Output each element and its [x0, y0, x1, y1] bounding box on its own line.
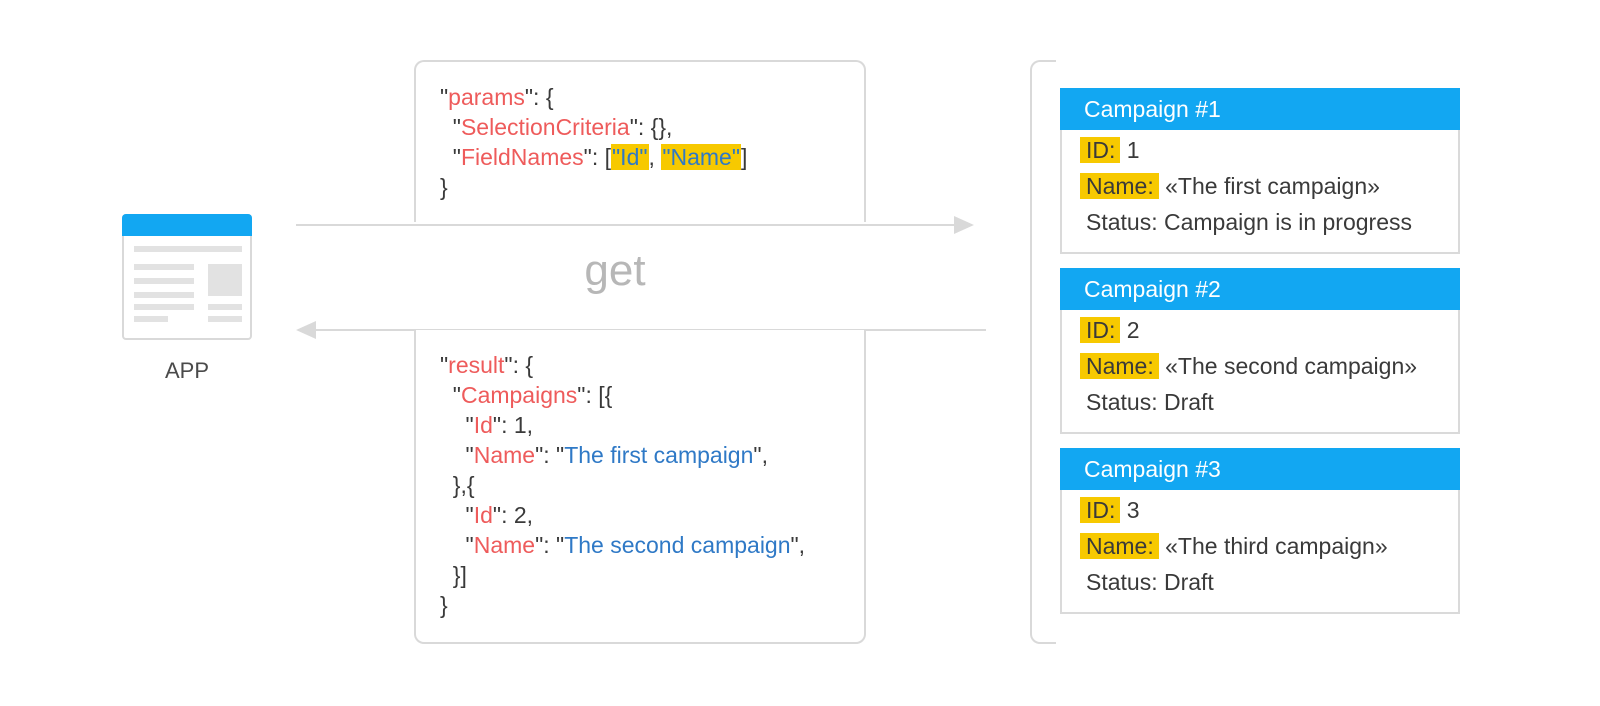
name-label: Name: [1080, 533, 1159, 559]
campaign-name: «The third campaign» [1165, 533, 1388, 559]
json-key: Campaigns [460, 382, 578, 408]
campaign-id-row: ID: 2 [1080, 314, 1140, 346]
arrow-left-icon [296, 321, 316, 339]
campaign-name-row: Name: «The second campaign» [1080, 350, 1417, 382]
app-window-icon [122, 214, 252, 340]
code-line: "FieldNames": ["Id", "Name"] [440, 144, 748, 170]
code-line: "Id": 2, [440, 502, 534, 528]
arrow-right-icon [954, 216, 974, 234]
json-string: The second campaign [564, 532, 791, 558]
campaign-id: 1 [1126, 137, 1140, 163]
campaign-status: Status: Draft [1086, 569, 1214, 595]
campaigns-bracket [1030, 60, 1056, 644]
campaign-title: Campaign #1 [1060, 88, 1460, 130]
json-key: Id [473, 502, 493, 528]
method-label: get [584, 246, 646, 295]
code-line: "Id": 1, [440, 412, 534, 438]
app-text-line [134, 246, 242, 252]
campaign-id-row: ID: 3 [1080, 494, 1140, 526]
field-id-highlight: "Id" [611, 144, 649, 170]
request-code-box: "params": { "SelectionCriteria": {}, "Fi… [414, 60, 866, 222]
campaign-card: Campaign #2 ID: 2 Name: «The second camp… [1060, 268, 1460, 434]
app-text-line [134, 316, 168, 322]
code-line: } [440, 592, 448, 618]
app-text-line [134, 292, 194, 298]
campaign-name-row: Name: «The third campaign» [1080, 530, 1388, 562]
code-line: "SelectionCriteria": {}, [440, 114, 673, 140]
code-line: "result": { [440, 352, 534, 378]
campaign-name-row: Name: «The first campaign» [1080, 170, 1380, 202]
json-key: SelectionCriteria [460, 114, 630, 140]
json-string: The first campaign [564, 442, 754, 468]
json-key: Id [473, 412, 493, 438]
campaign-status: Status: Campaign is in progress [1086, 209, 1412, 235]
json-key: Name [473, 442, 536, 468]
app-image-placeholder [208, 264, 242, 296]
code-line: "Campaigns": [{ [440, 382, 613, 408]
response-code-box: "result": { "Campaigns": [{ "Id": 1, "Na… [414, 330, 866, 644]
app-text-line [134, 278, 194, 284]
app-text-line [208, 316, 242, 322]
json-key: result [448, 352, 505, 378]
id-label: ID: [1080, 497, 1121, 523]
json-key: FieldNames [460, 144, 584, 170]
json-value: 1 [513, 412, 527, 438]
id-label: ID: [1080, 317, 1121, 343]
campaign-id: 2 [1126, 317, 1140, 343]
code-line: "params": { [440, 84, 554, 110]
json-value: 2 [513, 502, 527, 528]
request-arrow-line [296, 224, 956, 226]
campaign-card: Campaign #3 ID: 3 Name: «The third campa… [1060, 448, 1460, 614]
campaign-card: Campaign #1 ID: 1 Name: «The first campa… [1060, 88, 1460, 254]
campaign-status: Status: Draft [1086, 389, 1214, 415]
campaign-name: «The first campaign» [1165, 173, 1380, 199]
campaign-name: «The second campaign» [1165, 353, 1418, 379]
app-text-line [134, 304, 194, 310]
code-line: } [440, 174, 448, 200]
app-text-line [134, 264, 194, 270]
campaign-title: Campaign #3 [1060, 448, 1460, 490]
name-label: Name: [1080, 353, 1159, 379]
campaign-id: 3 [1126, 497, 1140, 523]
campaign-title: Campaign #2 [1060, 268, 1460, 310]
json-key: Name [473, 532, 536, 558]
code-line: }] [440, 562, 467, 588]
json-key: params [448, 84, 525, 110]
name-label: Name: [1080, 173, 1159, 199]
app-text-line [208, 304, 242, 310]
campaign-id-row: ID: 1 [1080, 134, 1140, 166]
code-line: "Name": "The first campaign", [440, 442, 768, 468]
id-label: ID: [1080, 137, 1121, 163]
code-line: },{ [440, 472, 475, 498]
app-title-bar [122, 214, 252, 236]
code-line: "Name": "The second campaign", [440, 532, 806, 558]
field-name-highlight: "Name" [661, 144, 741, 170]
app-label: APP [164, 358, 210, 383]
